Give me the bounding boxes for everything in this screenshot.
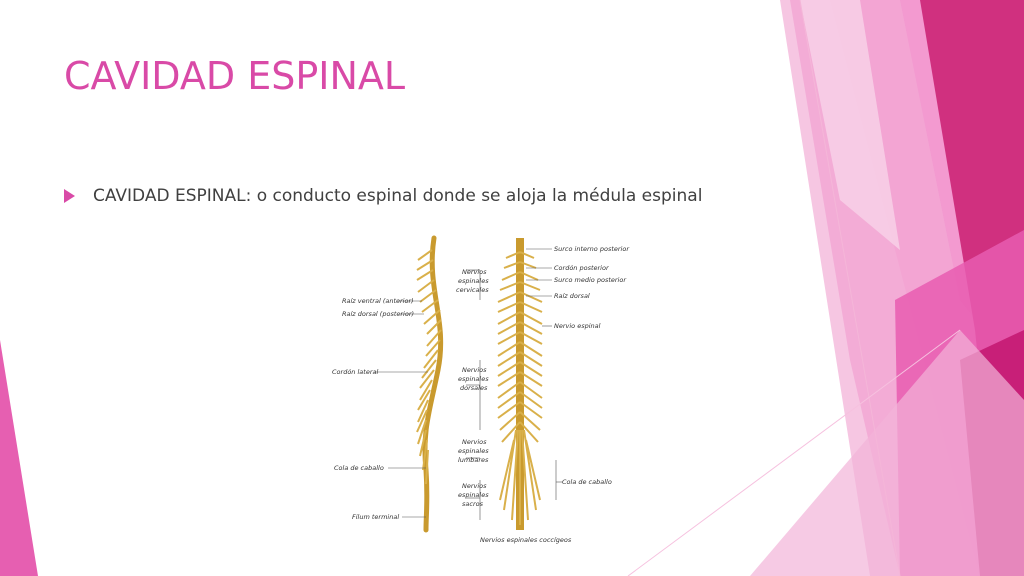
label-surco-interno: Surco interno posterior <box>554 245 630 253</box>
label-coccigeos: Nervios espinales coccígeos <box>480 536 572 544</box>
front-view-nerves <box>497 251 543 525</box>
bullet-item: CAVIDAD ESPINAL: o conducto espinal dond… <box>64 186 702 206</box>
slide-title: CAVIDAD ESPINAL <box>64 54 406 98</box>
label-sacros-1: Nervios <box>462 482 487 490</box>
left-edge-shape <box>0 340 38 576</box>
spinal-cord-illustration: Raíz ventral (anterior) Raíz dorsal (pos… <box>332 235 630 544</box>
label-filum-terminal: Filum terminal <box>352 513 399 521</box>
label-cola-caballo-left: Cola de caballo <box>334 464 384 472</box>
spinal-cord-side-view <box>422 235 444 533</box>
label-lumbares-3: lumbares <box>458 456 489 464</box>
bullet-arrow-icon <box>64 189 75 203</box>
label-lumbares-2: espinales <box>458 447 489 455</box>
label-cordon-lateral: Cordón lateral <box>332 368 378 376</box>
side-view-nerves <box>416 249 442 485</box>
label-sacros-2: espinales <box>458 491 489 499</box>
label-surco-medio: Surco medio posterior <box>554 276 627 284</box>
label-cervicales-2: espinales <box>458 277 489 285</box>
label-raiz-dorsal-left: Raíz dorsal (posterior) <box>342 310 414 318</box>
label-raiz-ventral: Raíz ventral (anterior) <box>342 297 414 305</box>
bullet-text: CAVIDAD ESPINAL: o conducto espinal dond… <box>93 186 703 206</box>
label-cordon-posterior: Cordón posterior <box>554 264 610 272</box>
label-nervio-espinal: Nervio espinal <box>554 322 601 330</box>
label-cervicales-3: cervicales <box>456 286 489 294</box>
label-dorsales-3: dorsales <box>460 384 488 392</box>
label-sacros-3: sacros <box>462 500 484 508</box>
label-raiz-dorsal-right: Raíz dorsal <box>554 292 590 300</box>
label-dorsales-1: Nervios <box>462 366 487 374</box>
label-dorsales-2: espinales <box>458 375 489 383</box>
label-lumbares-1: Nervios <box>462 438 487 446</box>
label-leader-lines <box>374 248 562 520</box>
label-cervicales-1: Nervios <box>462 268 487 276</box>
label-cola-caballo-right: Cola de caballo <box>562 478 612 486</box>
